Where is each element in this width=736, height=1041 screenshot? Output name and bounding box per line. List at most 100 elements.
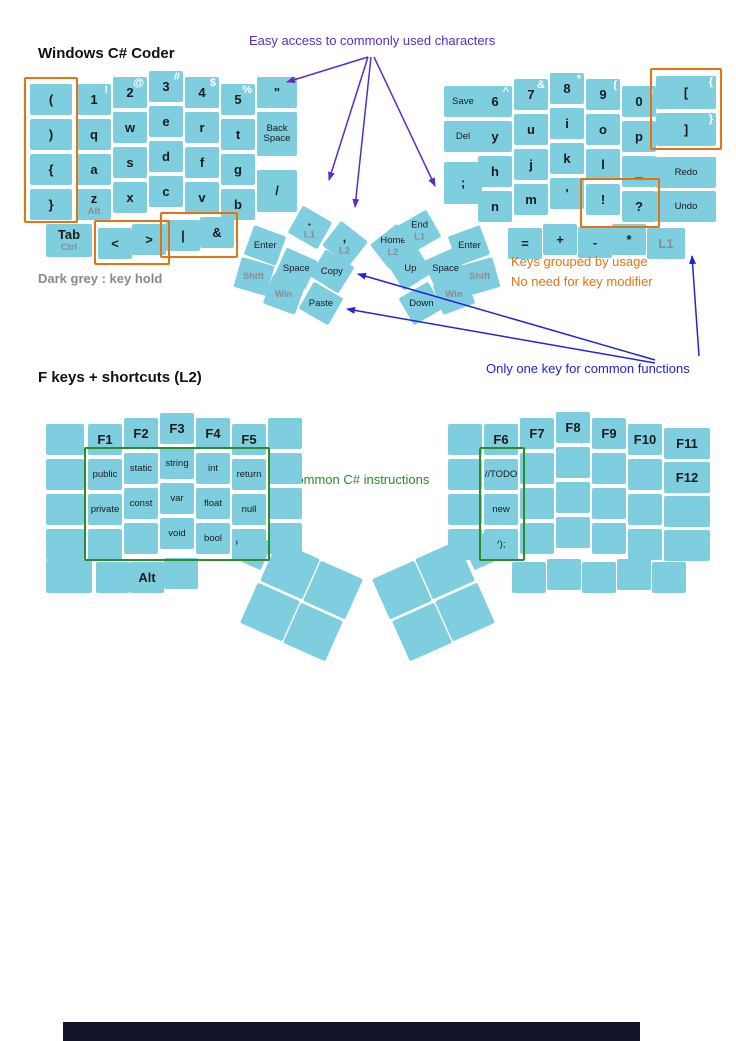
- key-label: 9: [599, 86, 607, 102]
- key-f10: F10: [628, 424, 662, 455]
- key-blank: [592, 453, 626, 484]
- key-shift-label: @: [133, 77, 144, 89]
- key-blank: [520, 523, 554, 554]
- section2-title: F keys + shortcuts (L2): [38, 369, 202, 386]
- key-label: f: [199, 154, 205, 170]
- key-back-space: Back Space: [257, 112, 297, 156]
- key-blank: [268, 418, 302, 449]
- blue-annotation: Only one key for common functions: [486, 361, 690, 376]
- key-label: ();: [496, 538, 506, 550]
- key-label: F9: [601, 425, 617, 441]
- key-float: float: [196, 488, 230, 519]
- key-label: F11: [676, 435, 698, 451]
- key-redo: Redo: [656, 157, 716, 188]
- key-label: Undo: [674, 200, 698, 212]
- key-label: Tab: [57, 226, 81, 242]
- key-2: 2@: [113, 77, 147, 108]
- key-label: v: [198, 189, 206, 205]
- key-blank: [556, 517, 590, 548]
- key-l: l: [586, 149, 620, 180]
- key-blank: [592, 523, 626, 554]
- key-blank: [88, 529, 122, 560]
- key-label: Back Space: [263, 123, 291, 144]
- key-w: w: [113, 112, 147, 143]
- key-label: F12: [675, 469, 699, 485]
- key-blank: [628, 494, 662, 525]
- key-sym: }: [30, 189, 72, 220]
- key-blank: [96, 562, 130, 593]
- key-f7: F7: [520, 418, 554, 449]
- key-sym: {: [30, 154, 72, 185]
- key-blank: [628, 459, 662, 490]
- key-sym: =: [508, 228, 542, 259]
- key-label: Del: [455, 130, 471, 142]
- key-label: ]: [683, 121, 689, 137]
- key-label: o: [599, 121, 607, 137]
- key-sym: ]}: [656, 113, 716, 146]
- key-label: void: [168, 527, 186, 539]
- purple-annotation: Easy access to commonly used characters: [249, 33, 496, 48]
- key-label: 1: [90, 91, 98, 107]
- key-label: F2: [133, 425, 149, 441]
- key-hold-label: Alt: [87, 206, 101, 218]
- key-label: Save: [452, 95, 474, 107]
- key-label: u: [527, 121, 535, 137]
- key-f8: F8: [556, 412, 590, 443]
- key-label: b: [234, 196, 242, 212]
- key-shift-label: (: [613, 79, 617, 91]
- key-shift-label: $: [209, 77, 216, 89]
- key-label: const: [129, 497, 153, 509]
- key-sym: /: [257, 170, 297, 212]
- key-shift-label: ^: [502, 86, 509, 98]
- key-void: void: [160, 518, 194, 549]
- key-label: float: [204, 497, 222, 509]
- key-label: _: [635, 163, 643, 179]
- key-todo: //TODO: [484, 459, 518, 490]
- key-public: public: [88, 459, 122, 490]
- key-f6: F6: [484, 424, 518, 455]
- key-label: !: [600, 191, 606, 207]
- key-blank: [164, 558, 198, 589]
- key-shift-label: %: [242, 84, 252, 96]
- key-label: i: [565, 115, 569, 131]
- key-label: }: [48, 196, 54, 212]
- key-sym: ': [550, 178, 584, 209]
- key-label: c: [162, 183, 170, 199]
- key-label: ;: [460, 175, 466, 191]
- key-7: 7&: [514, 79, 548, 110]
- key-label: q: [90, 126, 98, 142]
- key-label: n: [491, 198, 499, 214]
- key-label: e: [162, 113, 170, 129]
- key-int: int: [196, 453, 230, 484]
- key-sym: ;: [444, 162, 482, 204]
- key-label: ": [273, 84, 281, 100]
- key-blank: [556, 447, 590, 478]
- key-label: a: [90, 161, 98, 177]
- key-blank: [628, 529, 662, 560]
- key-e: e: [149, 106, 183, 137]
- key-sym: ): [30, 119, 72, 150]
- key-blank: [652, 562, 686, 593]
- key-blank: [520, 453, 554, 484]
- key-label: var: [170, 492, 184, 504]
- key-blank: [46, 494, 84, 525]
- key-f2: F2: [124, 418, 158, 449]
- key-label: >: [145, 231, 153, 247]
- key-a: a: [77, 154, 111, 185]
- key-sym: ?: [622, 191, 656, 222]
- key-label: return: [236, 468, 262, 480]
- group-outline-green: [84, 447, 270, 561]
- key-label: new: [492, 503, 510, 515]
- key-label: Redo: [674, 166, 698, 178]
- key-label: ?: [635, 198, 643, 214]
- key-l1: L1: [647, 228, 685, 259]
- key-t: t: [221, 119, 255, 150]
- key-label: 4: [198, 84, 206, 100]
- key-blank: [664, 530, 710, 561]
- key-shift-label: !: [104, 84, 108, 96]
- key-blank: [46, 459, 84, 490]
- key-3: 3#: [149, 71, 183, 102]
- key-f: f: [185, 147, 219, 178]
